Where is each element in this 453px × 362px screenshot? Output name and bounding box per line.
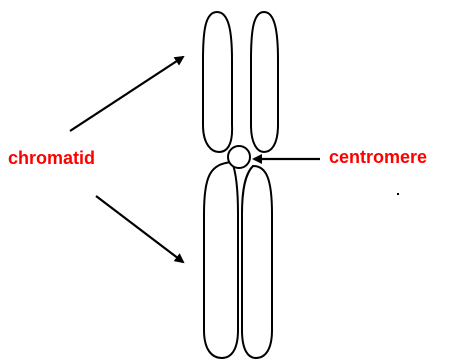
stray-dot [397,193,399,195]
chromatid-label: chromatid [8,148,95,168]
chromatid-arrow-upper [70,57,183,131]
lower-left-chromatid-arm [204,162,238,358]
centromere-circle [228,146,250,168]
centromere-label: centromere [329,147,427,167]
upper-right-chromatid-arm [251,12,278,152]
lower-right-chromatid-arm [242,166,272,358]
upper-left-chromatid-arm [203,12,232,152]
chromatid-arrow-lower [96,196,183,262]
